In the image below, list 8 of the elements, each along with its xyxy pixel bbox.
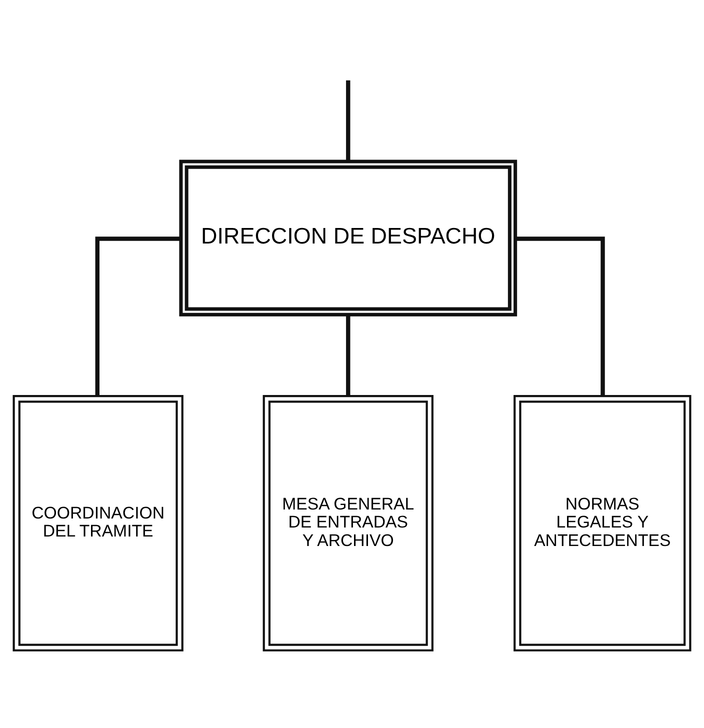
connector xyxy=(346,314,350,396)
node-box: NORMAS LEGALES Y ANTECEDENTES xyxy=(514,394,692,651)
connector xyxy=(516,236,605,396)
node-box: COORDINACION DEL TRAMITE xyxy=(12,394,184,651)
node-box: MESA GENERAL DE ENTRADAS Y ARCHIVO xyxy=(262,394,434,651)
connector xyxy=(95,236,181,396)
node-box: DIRECCION DE DESPACHO xyxy=(179,159,518,316)
connector xyxy=(346,80,350,161)
